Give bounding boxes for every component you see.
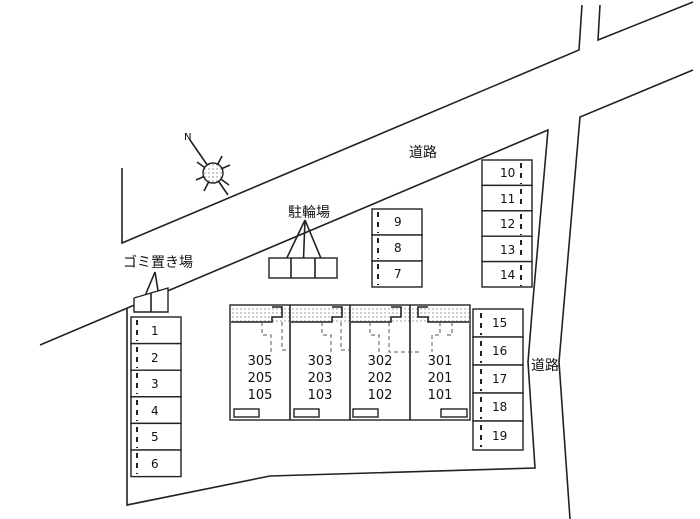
road-label-top: 道路 [409,145,437,161]
parking-space: 6 [130,449,182,478]
parking-space: 16 [472,336,524,366]
space-number: 10 [500,166,515,180]
room-number: 303 [308,354,333,369]
space-number: 5 [151,430,159,444]
parking-right-bottom: 15 16 17 18 19 [472,308,524,451]
space-number: 15 [492,316,507,330]
space-number: 16 [492,344,507,358]
space-number: 13 [500,243,515,257]
north-label: N [184,132,191,143]
parking-space: 11 [481,184,533,212]
space-number: 9 [394,215,402,229]
parking-left: 1 2 3 4 5 6 [130,316,182,478]
space-number: 12 [500,217,515,231]
parking-space: 13 [481,235,533,263]
unit-column: 303 203 103 [291,306,350,418]
space-number: 11 [500,192,515,206]
space-number: 6 [151,457,159,471]
parking-space: 7 [371,260,423,288]
parking-space: 10 [481,159,533,187]
room-number: 102 [368,388,393,403]
room-number: 105 [248,388,273,403]
room-number: 201 [428,371,453,386]
space-number: 8 [394,241,402,255]
parking-middle: 9 8 7 [371,208,423,288]
parking-space: 9 [371,208,423,236]
road-label-right: 道路 [531,358,559,374]
space-number: 4 [151,404,159,418]
parking-space: 3 [130,369,182,398]
parking-space: 17 [472,364,524,394]
unit-column: 302 202 102 [351,306,420,418]
apartment-building: 305 205 105 303 203 103 302 202 102 [229,304,471,421]
parking-space: 19 [472,420,524,451]
space-number: 3 [151,377,159,391]
bicycle-parking: 駐輪場 [268,204,338,279]
space-number: 17 [492,372,507,386]
bicycle-parking-label: 駐輪場 [288,204,330,221]
space-number: 7 [394,267,402,281]
space-number: 2 [151,351,159,365]
parking-right-top: 10 11 12 13 14 [481,159,533,288]
parking-space: 1 [130,316,182,345]
property-boundary [39,128,549,506]
room-number: 203 [308,371,333,386]
space-number: 14 [500,268,515,282]
parking-space: 2 [130,342,182,371]
room-number: 301 [428,354,453,369]
parking-space: 5 [130,422,182,451]
parking-space: 4 [130,396,182,425]
unit-column: 301 201 101 [417,306,469,418]
space-number: 18 [492,400,507,414]
parking-space: 8 [371,234,423,262]
room-number: 101 [428,388,453,403]
garbage-area: ゴミ置き場 [123,254,193,313]
room-number: 202 [368,371,393,386]
room-number: 205 [248,371,273,386]
compass-icon: N [184,132,231,196]
space-number: 1 [151,324,159,338]
parking-space: 18 [472,392,524,422]
unit-column: 305 205 105 [231,306,290,418]
room-number: 103 [308,388,333,403]
garbage-area-label: ゴミ置き場 [123,254,193,271]
parking-space: 14 [481,260,533,288]
space-number: 19 [492,429,507,443]
room-number: 305 [248,354,273,369]
parking-space: 12 [481,210,533,237]
room-number: 302 [368,354,393,369]
road-lines [121,1,694,519]
parking-space: 15 [472,308,524,338]
